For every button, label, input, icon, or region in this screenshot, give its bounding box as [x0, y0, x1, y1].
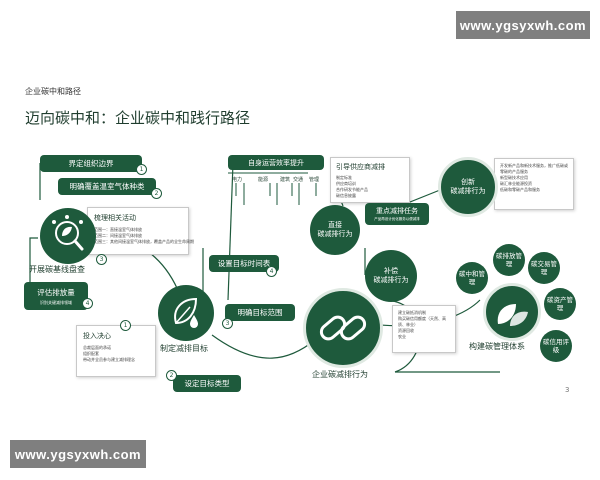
- ops-column: 能源: [258, 177, 269, 183]
- ops-column: 建筑: [280, 177, 291, 183]
- baseline-label: 开展碳基线盘查: [29, 265, 85, 274]
- pill-evaluate-emissions: 评估排放量 识别关键减排领域: [24, 282, 88, 310]
- card-line: 范围一：直接温室气体排放: [94, 227, 142, 232]
- card-title: 引导供应商减排: [336, 163, 385, 171]
- mgmt-item: 碳信用评级: [540, 330, 572, 362]
- pill-define-boundary: 界定组织边界: [40, 155, 142, 172]
- card-line: 农业: [398, 334, 406, 339]
- card-line: 新型碳技术应用: [500, 175, 528, 180]
- mgmt-item: 碳资产管理: [544, 288, 576, 320]
- step-number: 1: [120, 320, 131, 331]
- watermark-top: www.ygsyxwh.com: [456, 11, 590, 39]
- center-label: 企业碳减排行为: [312, 370, 368, 379]
- step-number: 2: [151, 188, 162, 199]
- pill-target-scope: 明确目标范围: [225, 304, 295, 321]
- card-line: 总裁层面的承诺: [83, 345, 111, 350]
- mgmt-label: 构建碳管理体系: [469, 342, 525, 351]
- card-line: 合作研发节能产品: [336, 187, 368, 192]
- card-line: 带动并全员参与建立减排理念: [83, 357, 135, 362]
- mgmt-circle: [483, 283, 541, 341]
- card-line: 碳信息披露: [336, 193, 356, 198]
- pill-title: 评估排放量: [37, 287, 75, 297]
- page-title: 迈向碳中和：企业碳中和践行路径: [25, 109, 251, 127]
- pill-title: 重点减排任务: [376, 207, 418, 215]
- card-commitment: 投入决心 总裁层面的承诺 组织配套 带动并全员参与建立减排理念: [76, 325, 156, 377]
- mgmt-item: 碳中和管理: [456, 262, 488, 294]
- card-line: 碳汇林业能源投资: [500, 181, 532, 186]
- mgmt-item: 碳交易管理: [528, 252, 560, 284]
- card-title: 投入决心: [83, 332, 111, 340]
- page-number: 3: [565, 386, 570, 394]
- pill-key-tasks: 重点减排任务 产品再设计优化服务以便减排: [365, 203, 429, 225]
- chain-link-icon: [319, 315, 367, 341]
- target-label: 制定减排目标: [160, 344, 208, 353]
- card-line: 供应商培训: [336, 181, 356, 186]
- card-line: 购买碳信用额度（天然、高质、林业）: [398, 316, 446, 327]
- pill-ops-efficiency: 自身运营效率提升: [228, 155, 324, 170]
- card-line: 资源回收: [398, 328, 414, 333]
- step-number: 3: [222, 318, 233, 329]
- card-compensation: 建立碳抵消机制 购买碳信用额度（天然、高质、林业） 资源回收 农业: [392, 305, 456, 353]
- step-number: 3: [96, 254, 107, 265]
- leaf-drop-icon: [174, 297, 198, 328]
- card-line: 范围三：其他间接温室气体排放，覆盖产品的全生命周期: [94, 239, 194, 244]
- card-innovation: 开发新产品和新技术服务，推广低碳或零碳的产品服务 新型碳技术应用 碳汇林业能源投…: [494, 158, 574, 210]
- compensation-circle: 补偿 碳减排行为: [365, 250, 417, 302]
- pill-gas-types: 明确覆盖温室气体种类: [58, 178, 156, 195]
- page-kicker: 企业碳中和路径: [25, 87, 81, 96]
- ops-column: 电力: [232, 177, 243, 183]
- leaves-icon: [497, 304, 528, 326]
- watermark-bottom: www.ygsyxwh.com: [10, 440, 146, 468]
- ops-column: 交通: [293, 177, 304, 183]
- card-line: 建立碳抵消机制: [398, 310, 426, 315]
- step-number: 1: [136, 164, 147, 175]
- mgmt-item: 碳排放管理: [493, 244, 525, 276]
- center-circle: [303, 288, 383, 368]
- target-circle: [158, 285, 214, 341]
- card-line: 范围二：间接温室气体排放: [94, 233, 142, 238]
- card-line: 开发新产品和新技术服务，推广低碳或零碳的产品服务: [500, 163, 568, 174]
- pill-timeline: 设置目标时间表: [209, 255, 279, 272]
- pill-subtitle: 识别关键减排领域: [40, 299, 72, 305]
- innovation-circle: 创新 碳减排行为: [438, 157, 498, 217]
- card-suppliers: 引导供应商减排 制定标准 供应商培训 合作研发节能产品 碳信息披露: [330, 157, 410, 203]
- direct-circle: 直接 碳减排行为: [310, 205, 360, 255]
- card-line: 组织配套: [83, 351, 99, 356]
- baseline-circle: [40, 208, 96, 264]
- pill-subtitle: 产品再设计优化服务以便减排: [374, 217, 420, 221]
- pill-target-type: 设定目标类型: [173, 375, 241, 392]
- step-number: 4: [82, 298, 93, 309]
- card-activities: 梳理相关活动 范围一：直接温室气体排放 范围二：间接温室气体排放 范围三：其他间…: [87, 207, 194, 255]
- ops-column: 管理: [309, 177, 320, 183]
- step-number: 2: [166, 370, 177, 381]
- card-line: 制定标准: [336, 175, 352, 180]
- step-number: 4: [266, 266, 277, 277]
- card-title: 梳理相关活动: [94, 214, 136, 222]
- card-line: 低碳和零碳产品和服务: [500, 187, 540, 192]
- magnifier-leaf-icon: [52, 215, 84, 251]
